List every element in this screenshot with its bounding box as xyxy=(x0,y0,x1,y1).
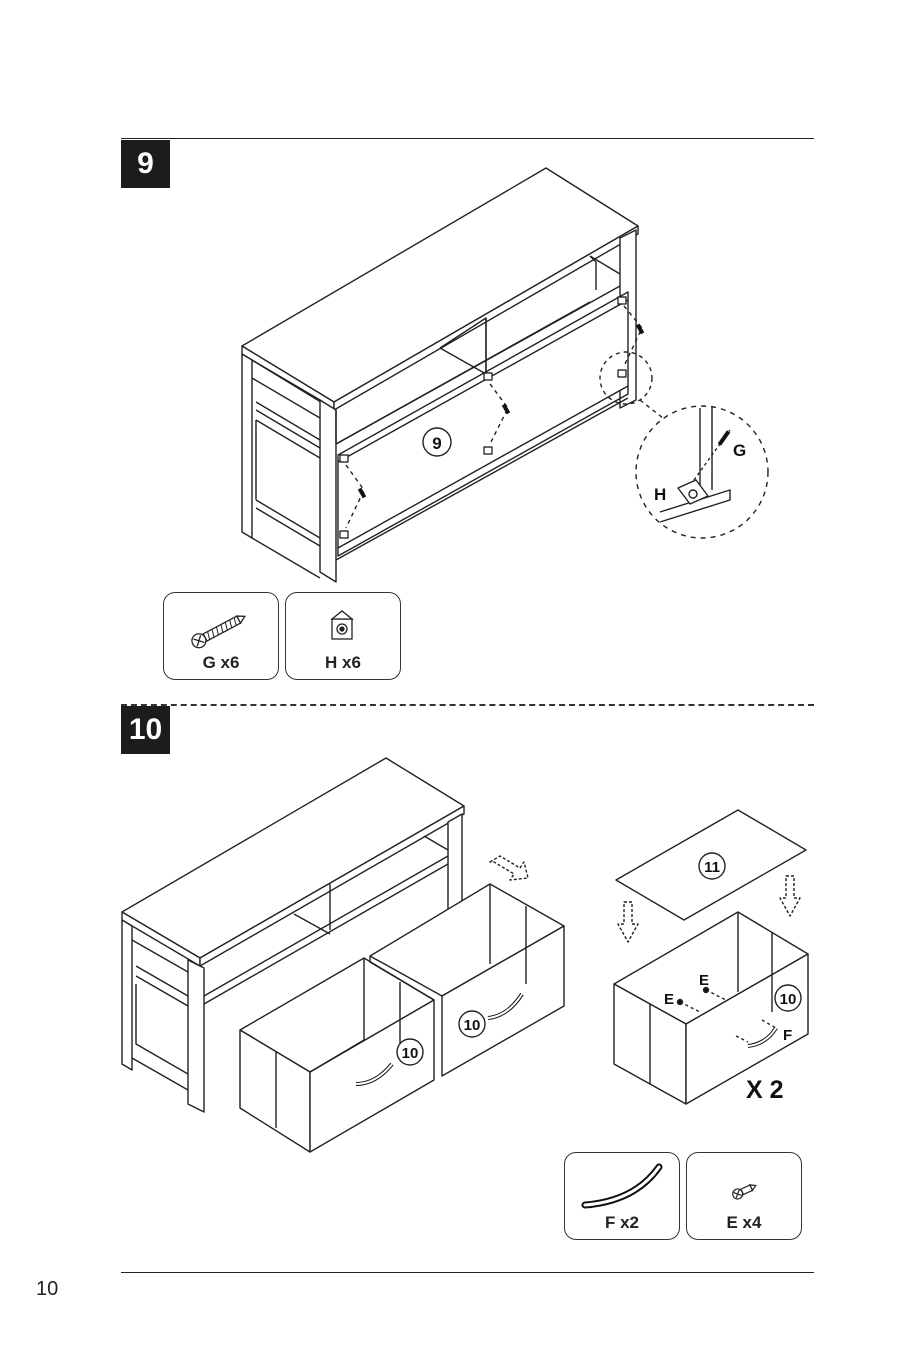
part-e-box: E x4 xyxy=(686,1152,802,1240)
step9-cabinet: 9 xyxy=(242,168,644,582)
part-f-label: F x2 xyxy=(565,1213,679,1233)
multiplier-label: X 2 xyxy=(746,1076,784,1104)
drawer-front: 10 xyxy=(240,958,434,1152)
part-e-label: E x4 xyxy=(687,1213,801,1233)
detail-label-e1: E xyxy=(664,991,674,1008)
part-h-box: H x6 xyxy=(285,592,401,680)
drawer-back-label: 10 xyxy=(464,1017,481,1034)
panel-9-label: 9 xyxy=(432,434,441,453)
screw-icon xyxy=(164,597,278,657)
top-panel-label: 11 xyxy=(704,859,720,876)
drawer-front-label: 10 xyxy=(402,1045,419,1062)
handle-icon xyxy=(565,1155,679,1215)
part-f-box: F x2 xyxy=(564,1152,680,1240)
detail-label-h: H xyxy=(654,485,666,504)
corner-bracket-icon xyxy=(286,597,400,657)
page-number: 10 xyxy=(36,1278,58,1301)
screw-icon xyxy=(687,1157,801,1217)
detail-label-f: F xyxy=(783,1027,792,1044)
part-g-label: G x6 xyxy=(164,653,278,673)
drawer-box-label: 10 xyxy=(780,991,797,1008)
detail-label-g: G xyxy=(733,441,746,460)
part-g-box: G x6 xyxy=(163,592,279,680)
drawer-box-detail: E E F 10 X 2 xyxy=(614,912,808,1104)
detail-label-e2: E xyxy=(699,972,709,989)
part-h-label: H x6 xyxy=(286,653,400,673)
top-panel-11: 11 xyxy=(616,810,806,942)
